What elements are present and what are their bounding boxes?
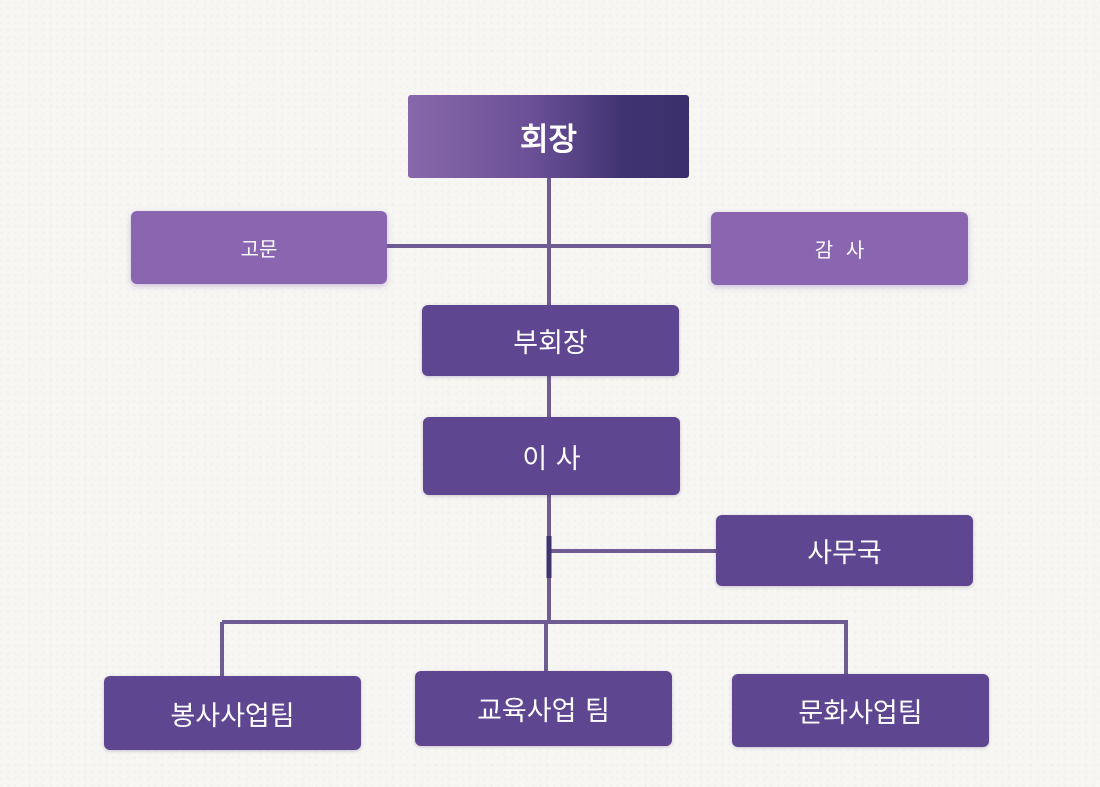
president-node: 회장: [408, 95, 689, 178]
team-node-volunteer: 봉사사업팀: [104, 676, 361, 750]
vice-president-node: 부회장: [422, 305, 679, 376]
team-node-culture: 문화사업팀: [732, 674, 989, 747]
auditor-node: 감 사: [711, 212, 968, 285]
advisor-node: 고문: [131, 211, 387, 284]
secretariat-node: 사무국: [716, 515, 973, 586]
team-node-education: 교육사업 팀: [415, 671, 672, 746]
directors-node: 이 사: [423, 417, 680, 495]
